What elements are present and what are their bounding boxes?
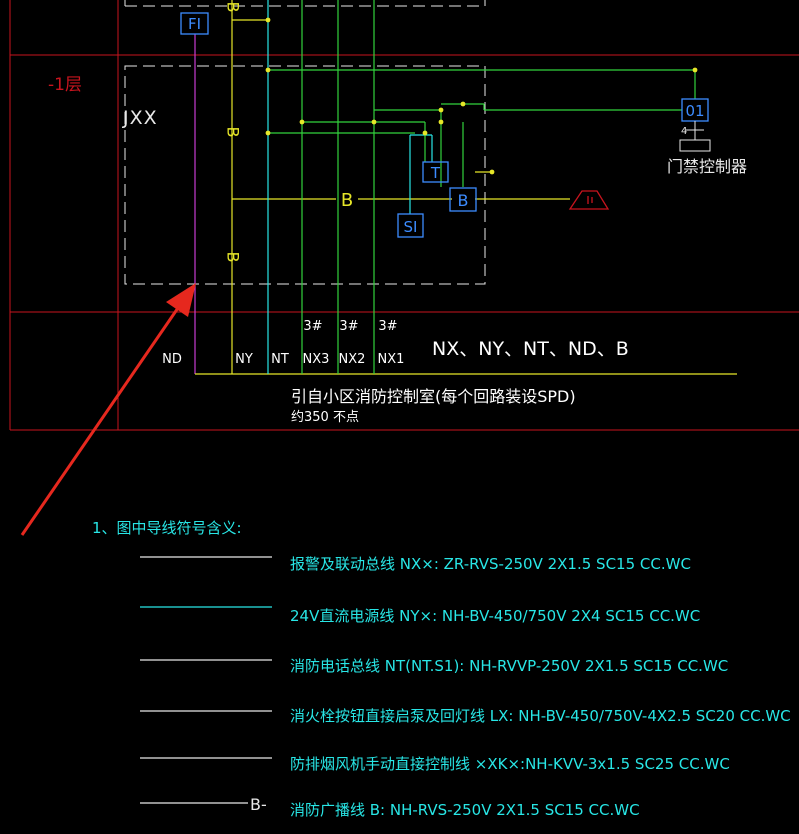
drawing-frame — [9, 0, 799, 431]
loop-count: 3# — [378, 319, 397, 334]
device-b[interactable]: B — [449, 187, 477, 212]
wire-label-nx3: NX3 — [303, 352, 330, 367]
loop-count: 3# — [339, 319, 358, 334]
device-t[interactable]: T — [422, 161, 449, 183]
bus-group-label: NX、NY、NT、ND、B — [432, 338, 629, 360]
device-b-label: B — [458, 191, 469, 210]
door-controller-label: 门禁控制器 — [667, 157, 747, 176]
device-01[interactable]: 01 — [681, 98, 709, 122]
broadcast-b-mark: B — [224, 2, 243, 13]
legend-item: 防排烟风机手动直接控制线 ×XK×:NH-KVV-3x1.5 SC25 CC.W… — [290, 755, 730, 773]
legend-item: 消防广播线 B: NH-RVS-250V 2X1.5 SC15 CC.WC — [290, 801, 640, 819]
source-note: 引自小区消防控制室(每个回路装设SPD) — [291, 387, 576, 406]
wire-label-ny: NY — [235, 352, 253, 367]
broadcast-b-mark: B — [224, 252, 243, 263]
broadcast-line-label: B — [341, 190, 353, 211]
wire-label-nd: ND — [162, 352, 182, 367]
legend-item: 报警及联动总线 NX×: ZR-RVS-250V 2X1.5 SC15 CC.W… — [290, 555, 691, 573]
annotation-arrow — [20, 283, 196, 536]
speaker-icon — [568, 190, 610, 210]
device-01-count: 4 — [681, 126, 687, 137]
broadcast-b-marks: B B B B — [224, 2, 354, 263]
loop-count: 3# — [303, 319, 322, 334]
device-01-label: 01 — [685, 102, 704, 120]
nx-bus-wires — [268, 0, 696, 374]
wire-labels: ND NY NT NX3 NX2 NX1 — [162, 352, 404, 367]
yellow-wires — [195, 0, 737, 375]
junction-dots — [265, 17, 698, 175]
wire-label-nx2: NX2 — [339, 352, 366, 367]
wire-label-nx1: NX1 — [378, 352, 405, 367]
wire-label-nt: NT — [271, 352, 289, 367]
distance-note: 约350 不点 — [291, 410, 359, 425]
loop-counts: 3# 3# 3# — [303, 319, 397, 334]
legend-items: 报警及联动总线 NX×: ZR-RVS-250V 2X1.5 SC15 CC.W… — [290, 555, 791, 819]
legend-item: 消火栓按钮直接启泵及回灯线 LX: NH-BV-450/750V-4X2.5 S… — [290, 707, 791, 725]
junction-box-outlines — [124, 0, 486, 285]
device-fi[interactable]: FI — [180, 12, 209, 35]
box-label: JXX — [122, 107, 158, 129]
device-si-label: SI — [404, 218, 418, 236]
legend-item: 消防电话总线 NT(NT.S1): NH-RVVP-250V 2X1.5 SC1… — [290, 657, 728, 675]
legend-title: 1、图中导线符号含义: — [92, 519, 242, 537]
cyan-wires — [267, 0, 433, 374]
device-t-label: T — [430, 164, 441, 182]
legend-marker-b: B- — [250, 795, 267, 814]
floor-label: -1层 — [48, 75, 82, 95]
door-controller[interactable]: 4 门禁控制器 — [667, 121, 747, 176]
broadcast-b-mark: B — [224, 127, 243, 138]
device-si[interactable]: SI — [397, 213, 424, 238]
device-fi-label: FI — [188, 15, 201, 33]
legend-lines — [140, 556, 272, 804]
legend-item: 24V直流电源线 NY×: NH-BV-450/750V 2X4 SC15 CC… — [290, 607, 700, 625]
